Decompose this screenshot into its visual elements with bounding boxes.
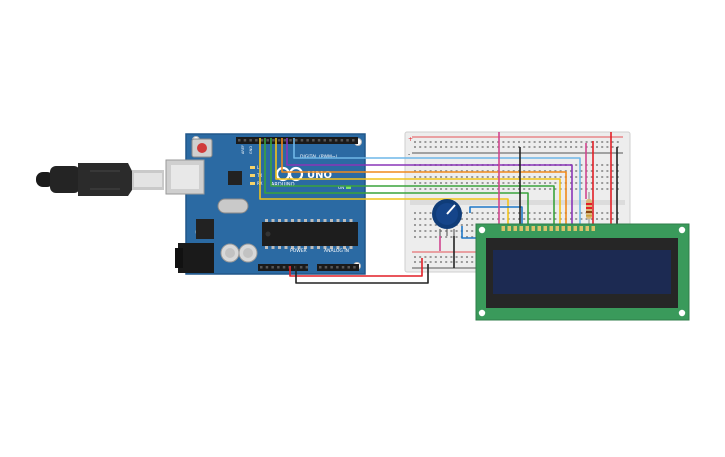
digital-label: DIGITAL (PWM~): [300, 154, 338, 160]
potentiometer[interactable]: [432, 199, 462, 236]
wire-green-2: [264, 138, 529, 228]
wire-yellow-2: [259, 138, 509, 228]
led-l: [250, 166, 255, 169]
on-led: [346, 186, 351, 189]
led-rx: [250, 182, 255, 185]
aref-label: AREF: [241, 145, 245, 154]
usb-chip: [228, 171, 242, 185]
lcd-screen: [493, 250, 671, 294]
wire-red-power: [289, 258, 423, 277]
arduino-uno-board[interactable]: L TX RX ON DIGITAL (PWM~) AREF GND UNO A…: [165, 133, 366, 275]
usb-cable[interactable]: [36, 163, 164, 196]
wire-black-power: [295, 264, 429, 284]
crystal: [217, 198, 249, 214]
arduino-logo: UNO ARDUINO: [271, 166, 332, 188]
wire-blue-pot-2: [461, 226, 477, 239]
wire-yellow: [275, 138, 561, 228]
on-label: ON: [338, 185, 344, 190]
rail-plus-label: +: [408, 136, 413, 143]
wire-purple: [286, 138, 573, 228]
l-label: L: [257, 165, 260, 170]
wire-orange: [281, 138, 567, 228]
board-brand: UNO: [307, 170, 332, 181]
gnd-label: GND: [249, 146, 253, 154]
resistor[interactable]: [586, 192, 592, 226]
lcd-16x2-display[interactable]: [475, 223, 690, 321]
power-label: POWER: [290, 248, 307, 254]
atmega-chip: [262, 222, 358, 246]
wire-green: [270, 138, 555, 228]
wire-blue-pot: [469, 206, 523, 228]
voltage-regulator: [196, 219, 214, 239]
led-tx: [250, 174, 255, 177]
analog-label: ANALOG IN: [324, 248, 349, 254]
power-jack: [178, 243, 214, 273]
logo-text: ARDUINO: [271, 182, 295, 188]
rail-minus-label: -: [408, 151, 410, 158]
wire-lightblue: [293, 138, 581, 228]
